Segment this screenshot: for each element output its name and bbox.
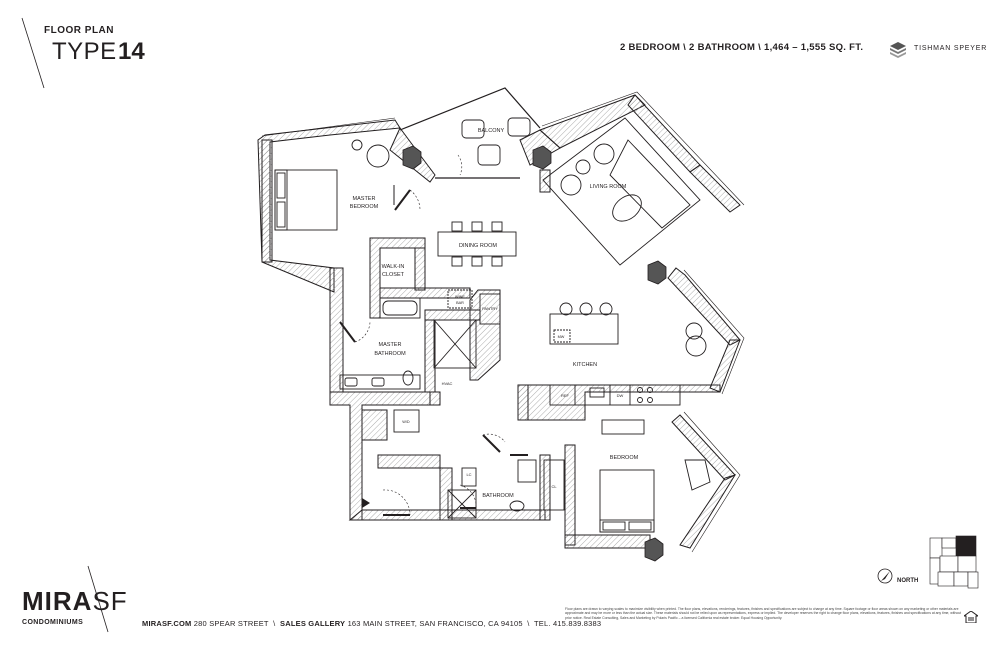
legal-disclaimer: Floor plans are drawn to varying scales …	[565, 607, 962, 620]
kitchen-counter	[549, 384, 681, 435]
label-lc: LC	[466, 472, 471, 477]
brand-logo: MIRASF	[22, 586, 128, 617]
brand-subtitle: CONDOMINIUMS	[22, 619, 84, 626]
footer-website[interactable]: MIRASF.COM	[142, 619, 192, 628]
living-chairs-east	[685, 322, 707, 357]
bedroom-bed	[599, 459, 711, 533]
balcony-chairs	[461, 117, 531, 166]
footer-contact: MIRASF.COM 280 SPEAR STREET \ SALES GALL…	[142, 619, 601, 628]
unit-specs: 2 BEDROOM \ 2 BATHROOM \ 1,464 – 1,555 S…	[620, 42, 864, 53]
balcony-outline	[399, 87, 541, 179]
label-balcony: BALCONY	[478, 128, 505, 134]
footer-address: 280 SPEAR STREET	[193, 619, 269, 628]
equal-housing-icon	[964, 611, 978, 623]
label-walk-in-2: CLOSET	[382, 272, 405, 278]
room-labels: BALCONY MASTER BEDROOM LIVING ROOM DININ…	[350, 128, 639, 499]
interior-walls	[339, 185, 528, 516]
label-kitchen: KITCHEN	[573, 362, 597, 368]
dining-table	[437, 221, 517, 267]
compass-label: NORTH	[897, 578, 919, 584]
floor-plan-label: FLOOR PLAN	[44, 25, 114, 36]
label-wd: W/D	[402, 420, 410, 424]
footer-sales-label: SALES GALLERY	[280, 619, 346, 628]
tishman-speyer-logo-icon	[890, 42, 906, 58]
label-bedroom: BEDROOM	[610, 455, 639, 461]
footer-sep-1: \	[270, 619, 278, 628]
footer-sep-2: \	[525, 619, 532, 628]
label-living-room: LIVING ROOM	[590, 184, 627, 190]
structural-columns	[402, 145, 667, 562]
label-pantry: PANTRY	[482, 306, 498, 311]
living-room-furniture	[542, 117, 701, 266]
kitchen-island	[549, 302, 619, 345]
door-swings	[354, 154, 506, 516]
exterior-walls	[257, 94, 741, 549]
master-bath-fixtures	[339, 289, 501, 433]
plan-type-word: TYPE	[52, 38, 117, 65]
label-mw: MW	[558, 335, 565, 339]
brand-name: MIRA	[22, 586, 93, 616]
label-hvac: HVAC	[442, 381, 453, 386]
label-cl: CL	[551, 484, 557, 489]
compass-icon	[877, 568, 893, 584]
label-master-bedroom-1: MASTER	[353, 196, 376, 202]
label-master-bedroom-2: BEDROOM	[350, 204, 379, 210]
window-lines	[261, 91, 745, 553]
footer-tel: TEL. 415.839.8383	[534, 619, 602, 628]
plan-type-number: 14	[118, 38, 145, 65]
footer-sales-address: 163 MAIN STREET, SAN FRANCISCO, CA 94105	[347, 619, 523, 628]
master-bed	[274, 169, 338, 231]
bathroom-fixtures	[447, 459, 565, 519]
label-bathroom: BATHROOM	[482, 493, 514, 499]
entry-arrow-icon	[362, 498, 370, 508]
master-chair	[351, 139, 390, 168]
label-wine-bar-1: WINE	[455, 295, 465, 299]
key-plan	[929, 535, 979, 589]
label-master-bath-1: MASTER	[379, 342, 402, 348]
brand-slash	[87, 565, 109, 633]
developer-name: TISHMAN SPEYER	[914, 45, 988, 52]
label-walk-in-1: WALK-IN	[382, 264, 405, 270]
label-dining-room: DINING ROOM	[459, 243, 497, 249]
label-master-bath-2: BATHROOM	[374, 351, 406, 357]
label-ref: REF	[561, 393, 570, 398]
brand-suffix: SF	[92, 586, 128, 616]
label-wine-bar-2: BAR	[456, 301, 464, 305]
label-dw: DW	[617, 393, 624, 398]
